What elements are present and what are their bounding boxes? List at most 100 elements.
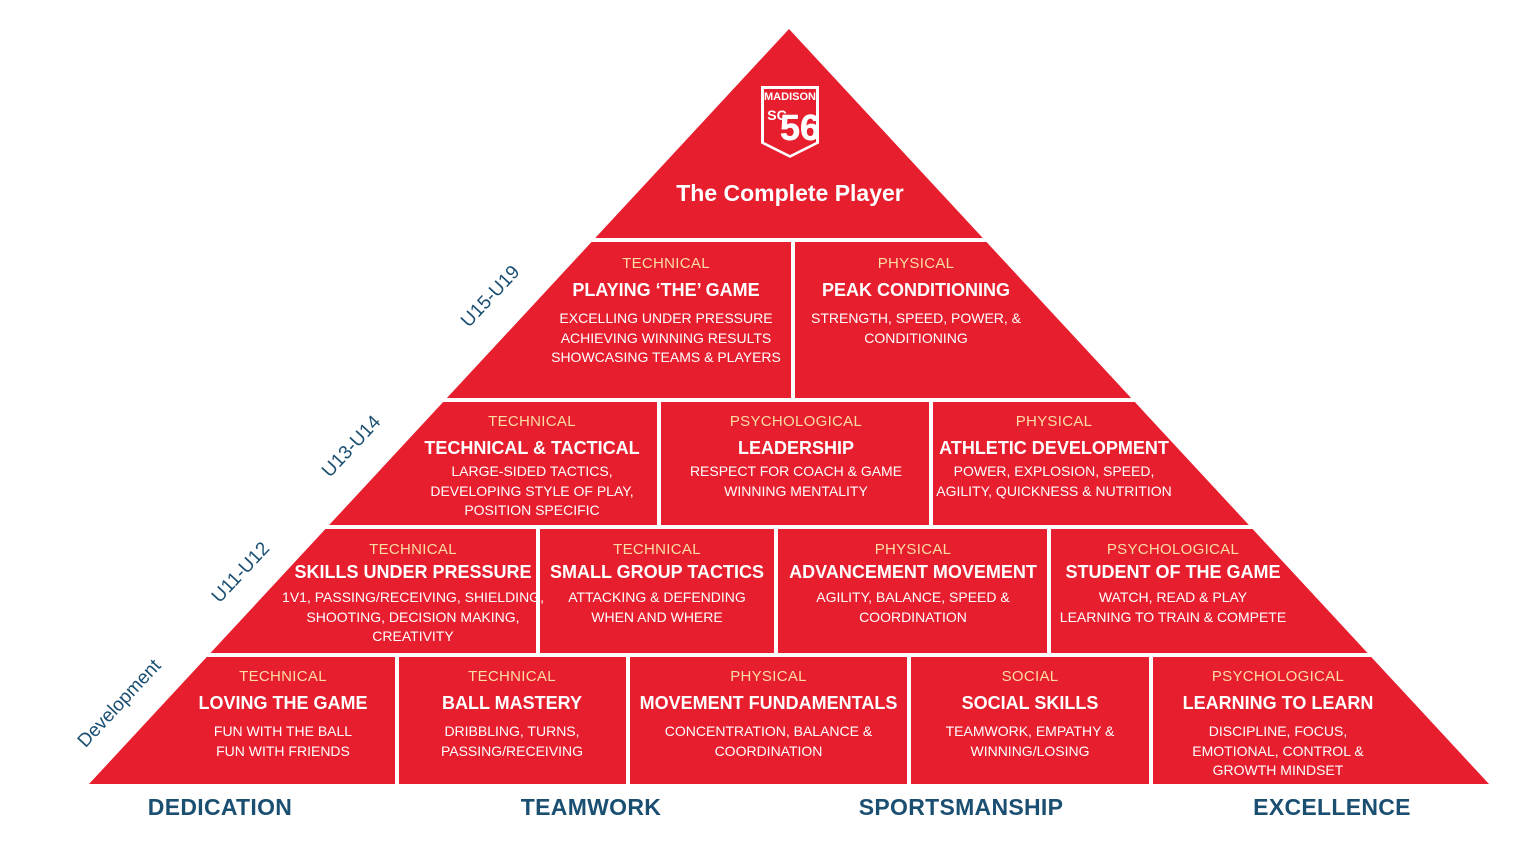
cell-loving-the-game: TECHNICAL LOVING THE GAME FUN WITH THE B… xyxy=(173,668,393,761)
cell-category: TECHNICAL xyxy=(613,541,701,558)
description-line: 1V1, PASSING/RECEIVING, SHIELDING, xyxy=(282,589,544,605)
value-excellence: EXCELLENCE xyxy=(1253,794,1411,820)
description-line: WINNING/LOSING xyxy=(970,742,1090,759)
description-line: GROWTH MINDSET xyxy=(1212,762,1344,778)
cell-title: SOCIAL SKILLS xyxy=(961,693,1099,713)
cell-category: SOCIAL xyxy=(1001,668,1059,685)
description-line: PASSING/RECEIVING xyxy=(440,742,584,759)
tier-dividers xyxy=(194,238,1384,784)
cell-category: TECHNICAL xyxy=(239,668,327,685)
description-line: ACHIEVING WINNING RESULTS xyxy=(560,329,772,346)
logo-text-madison: MADISON xyxy=(764,91,816,103)
description-line: WATCH, READ & PLAY xyxy=(1098,589,1248,605)
cell-description: WATCH, READ & PLAY LEARNING TO TRAIN & C… xyxy=(1060,588,1286,627)
description-line: LEARNING TO TRAIN & COMPETE xyxy=(1059,608,1287,625)
description-line: CREATIVITY xyxy=(372,628,454,644)
cell-description: STRENGTH, SPEED, POWER, & CONDITIONING xyxy=(811,309,1021,348)
description-line: SHOWCASING TEAMS & PLAYERS xyxy=(551,349,781,365)
description-line: POWER, EXPLOSION, SPEED, xyxy=(953,463,1155,479)
cell-description: LARGE-SIDED TACTICS, DEVELOPING STYLE OF… xyxy=(430,462,633,521)
logo-text-sc: SC xyxy=(767,107,786,123)
description-line: COORDINATION xyxy=(714,742,823,759)
cell-category: TECHNICAL xyxy=(488,413,576,430)
cell-student-of-the-game: PSYCHOLOGICAL STUDENT OF THE GAME WATCH,… xyxy=(1053,541,1293,627)
cell-title: ATHLETIC DEVELOPMENT xyxy=(939,438,1169,458)
cell-description: AGILITY, BALANCE, SPEED & COORDINATION xyxy=(816,588,1009,627)
cell-title: LOVING THE GAME xyxy=(198,693,368,713)
cell-category: PSYCHOLOGICAL xyxy=(1106,541,1240,558)
cell-title: SKILLS UNDER PRESSURE xyxy=(294,562,532,582)
cell-description: DISCIPLINE, FOCUS, EMOTIONAL, CONTROL & … xyxy=(1192,722,1363,781)
pyramid-triangle xyxy=(89,29,1489,784)
cell-category: TECHNICAL xyxy=(369,541,457,558)
cell-category: TECHNICAL xyxy=(468,668,556,685)
cell-description: DRIBBLING, TURNS, PASSING/RECEIVING xyxy=(441,722,583,761)
cell-description: EXCELLING UNDER PRESSURE ACHIEVING WINNI… xyxy=(551,309,781,368)
cell-category: PHYSICAL xyxy=(1015,413,1093,430)
apex-title: The Complete Player xyxy=(676,180,904,206)
cell-social-skills: SOCIAL SOCIAL SKILLS TEAMWORK, EMPATHY &… xyxy=(913,668,1147,761)
description-line: AGILITY, QUICKNESS & NUTRITION xyxy=(936,482,1172,499)
cell-description: RESPECT FOR COACH & GAME WINNING MENTALI… xyxy=(690,462,902,501)
cell-description: ATTACKING & DEFENDING WHEN AND WHERE xyxy=(568,588,746,627)
cell-description: CONCENTRATION, BALANCE & COORDINATION xyxy=(665,722,872,761)
cell-title: STUDENT OF THE GAME xyxy=(1065,562,1281,582)
cell-title: PEAK CONDITIONING xyxy=(821,280,1010,300)
description-line: POSITION SPECIFIC xyxy=(464,502,600,518)
description-line: SHOOTING, DECISION MAKING, xyxy=(306,608,520,625)
cell-title: LEADERSHIP xyxy=(737,438,854,458)
cell-title: ADVANCEMENT MOVEMENT xyxy=(789,562,1037,582)
madison-sc-56-shield-logo: MADISON SC 56 xyxy=(759,84,821,161)
cell-title: MOVEMENT FUNDAMENTALS xyxy=(639,693,898,713)
cell-advancement-movement: PHYSICAL ADVANCEMENT MOVEMENT AGILITY, B… xyxy=(779,541,1047,627)
logo-text-number: 56 xyxy=(780,107,820,148)
cell-title: LEARNING TO LEARN xyxy=(1182,693,1374,713)
description-line: FUN WITH THE BALL xyxy=(213,723,353,739)
description-line: FUN WITH FRIENDS xyxy=(216,742,350,759)
cell-title: TECHNICAL & TACTICAL xyxy=(424,438,640,458)
cell-title: SMALL GROUP TACTICS xyxy=(549,562,764,582)
description-line: RESPECT FOR COACH & GAME xyxy=(689,463,903,479)
cell-athletic-development: PHYSICAL ATHLETIC DEVELOPMENT POWER, EXP… xyxy=(934,413,1174,501)
description-line: TEAMWORK, EMPATHY & xyxy=(945,723,1115,739)
cell-small-group-tactics: TECHNICAL SMALL GROUP TACTICS ATTACKING … xyxy=(542,541,772,627)
description-line: CONCENTRATION, BALANCE & xyxy=(664,723,873,739)
description-line: WHEN AND WHERE xyxy=(591,608,723,625)
cell-category: PSYCHOLOGICAL xyxy=(729,413,863,430)
cell-learning-to-learn: PSYCHOLOGICAL LEARNING TO LEARN DISCIPLI… xyxy=(1155,668,1401,781)
description-line: COORDINATION xyxy=(859,608,967,625)
description-line: AGILITY, BALANCE, SPEED & xyxy=(816,589,1010,605)
cell-category: PHYSICAL xyxy=(730,668,807,685)
description-line: EMOTIONAL, CONTROL & xyxy=(1192,742,1364,759)
description-line: CONDITIONING xyxy=(864,329,968,346)
cell-category: PHYSICAL xyxy=(874,541,952,558)
cell-leadership: PSYCHOLOGICAL LEADERSHIP RESPECT FOR COA… xyxy=(666,413,926,501)
description-line: DEVELOPING STYLE OF PLAY, xyxy=(430,482,634,499)
description-line: ATTACKING & DEFENDING xyxy=(568,589,746,605)
cell-description: 1V1, PASSING/RECEIVING, SHIELDING, SHOOT… xyxy=(282,588,544,647)
cell-description: FUN WITH THE BALL FUN WITH FRIENDS xyxy=(214,722,352,761)
description-line: DRIBBLING, TURNS, xyxy=(444,723,580,739)
cell-skills-under-pressure: TECHNICAL SKILLS UNDER PRESSURE 1V1, PAS… xyxy=(282,541,544,647)
cell-playing-the-game: TECHNICAL PLAYING ‘THE’ GAME EXCELLING U… xyxy=(546,255,786,368)
cell-peak-conditioning: PHYSICAL PEAK CONDITIONING STRENGTH, SPE… xyxy=(796,255,1036,348)
cell-category: PHYSICAL xyxy=(877,255,955,272)
cell-ball-mastery: TECHNICAL BALL MASTERY DRIBBLING, TURNS,… xyxy=(401,668,623,761)
cell-movement-fundamentals: PHYSICAL MOVEMENT FUNDAMENTALS CONCENTRA… xyxy=(632,668,905,761)
cell-category: TECHNICAL xyxy=(622,255,710,272)
description-line: LARGE-SIDED TACTICS, xyxy=(451,463,613,479)
cell-category: PSYCHOLOGICAL xyxy=(1211,668,1345,685)
cell-title: PLAYING ‘THE’ GAME xyxy=(572,280,760,300)
value-dedication: DEDICATION xyxy=(147,794,293,820)
description-line: WINNING MENTALITY xyxy=(724,482,868,499)
description-line: EXCELLING UNDER PRESSURE xyxy=(559,310,773,326)
value-sportsmanship: SPORTSMANSHIP xyxy=(858,794,1064,820)
cell-title: BALL MASTERY xyxy=(441,693,582,713)
cell-description: POWER, EXPLOSION, SPEED, AGILITY, QUICKN… xyxy=(936,462,1171,501)
value-teamwork: TEAMWORK xyxy=(520,794,662,820)
description-line: DISCIPLINE, FOCUS, xyxy=(1208,723,1348,739)
cell-technical-tactical: TECHNICAL TECHNICAL & TACTICAL LARGE-SID… xyxy=(417,413,647,521)
description-line: STRENGTH, SPEED, POWER, & xyxy=(810,310,1022,326)
cell-description: TEAMWORK, EMPATHY & WINNING/LOSING xyxy=(946,722,1115,761)
